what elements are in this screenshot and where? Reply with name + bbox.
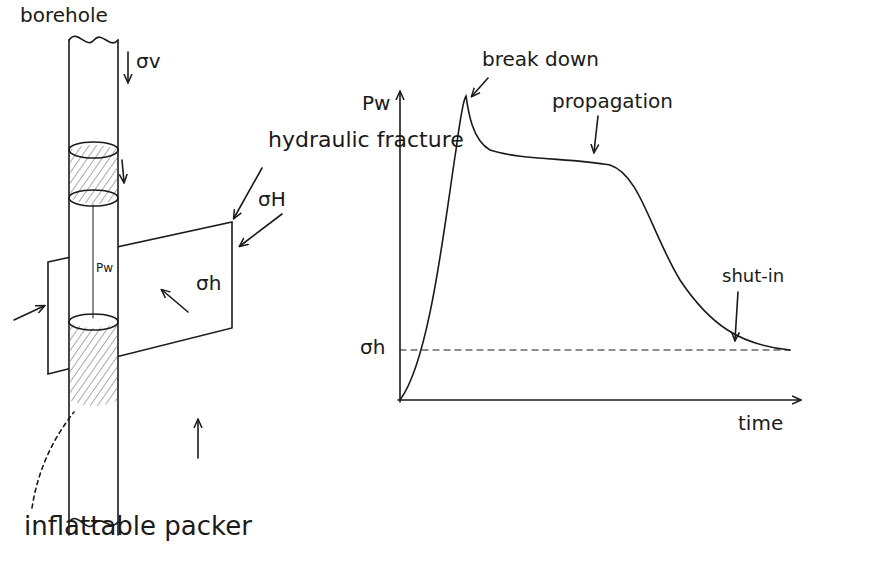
borehole-wall: [117, 40, 119, 535]
leader-arrow: [735, 292, 738, 340]
fracture-trace: [93, 205, 94, 318]
stress-label: σH: [258, 188, 286, 210]
axis-label: time: [738, 412, 783, 434]
leader-arrow: [594, 116, 598, 152]
stress-label: σv: [136, 50, 161, 72]
stress-arrow: [122, 160, 124, 182]
packer: [69, 145, 118, 204]
borehole-wall: [68, 40, 70, 535]
stress-arrow: [14, 306, 44, 320]
leader-line: [32, 412, 74, 508]
stage-label: propagation: [552, 90, 673, 112]
stress-label: σh: [196, 272, 221, 294]
packer-top: [69, 142, 118, 158]
pressure-label: Pw: [96, 262, 113, 275]
axis-label: σh: [360, 336, 385, 358]
packer: [69, 322, 118, 406]
leader-arrow: [234, 168, 262, 218]
break-line: [69, 36, 118, 43]
packer-bottom: [69, 190, 118, 206]
stress-arrow: [162, 290, 188, 312]
part-name: inflattable packer: [24, 512, 252, 541]
stress-arrow: [197, 420, 199, 458]
stage-label: break down: [482, 48, 599, 70]
reference-line: [400, 349, 790, 350]
leader-arrow: [472, 78, 488, 96]
part-name: hydraulic fracture: [268, 128, 464, 152]
stress-arrow: [127, 52, 129, 82]
axis-label: Pw: [362, 92, 390, 114]
stage-label: shut-in: [722, 266, 784, 286]
x-axis: [398, 399, 800, 401]
stress-arrow: [240, 214, 282, 246]
part-name: borehole: [20, 4, 108, 26]
